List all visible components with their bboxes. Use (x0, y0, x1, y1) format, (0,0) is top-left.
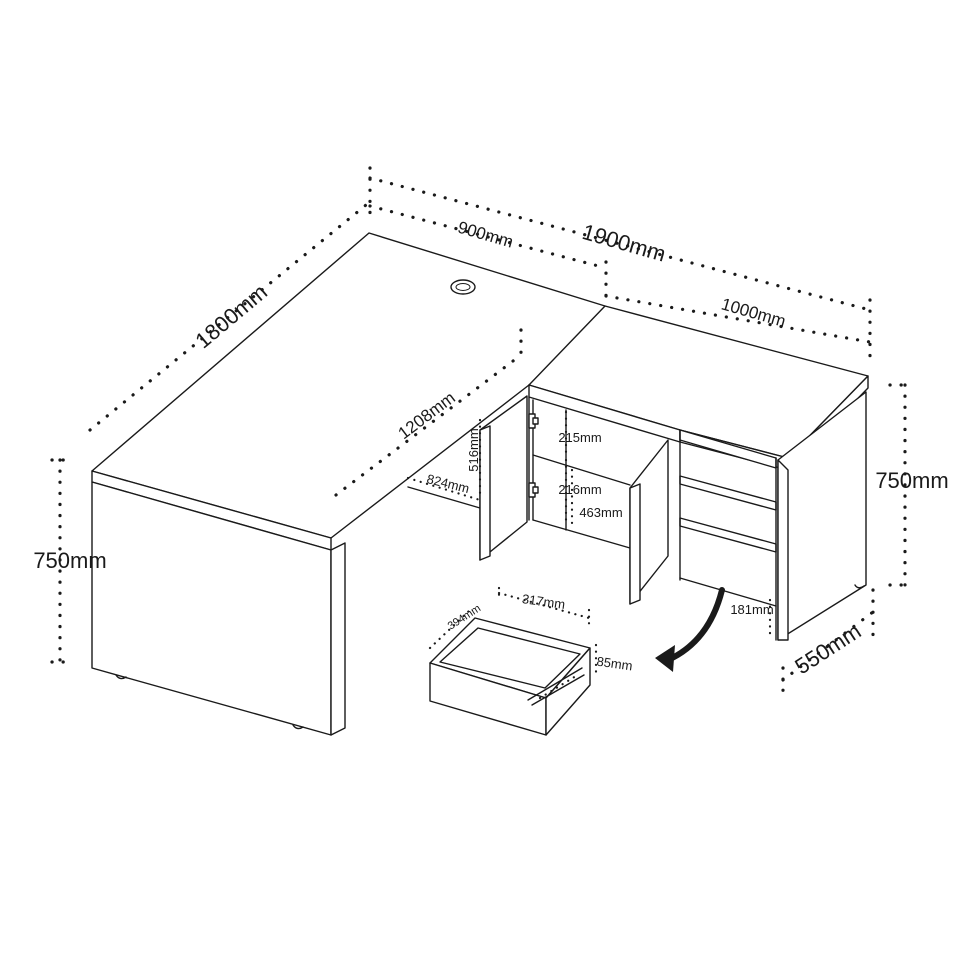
hinge-icon (528, 413, 539, 498)
inner-dimension-lines (406, 410, 772, 675)
label-top-left-width: 900mm (456, 218, 516, 252)
drawer (429, 617, 591, 736)
label-drawer-width: 317mm (521, 591, 566, 612)
right-door (629, 439, 669, 605)
label-drawer-height: 85mm (596, 654, 634, 674)
label-right-height: 750mm (875, 468, 948, 493)
label-shelf-span: 463mm (579, 505, 622, 520)
label-leg-clearance: 181mm (730, 602, 773, 617)
drawer-slide-icon (527, 667, 585, 706)
left-door (479, 395, 528, 561)
right-cabinet (532, 391, 867, 641)
label-total-width: 1900mm (579, 219, 668, 267)
left-side-panel (91, 481, 346, 736)
label-door-height: 516mm (466, 428, 481, 471)
label-right-width: 1000mm (719, 294, 788, 330)
label-inner-depth: 824mm (425, 471, 471, 496)
label-left-height: 750mm (33, 548, 106, 573)
curved-arrow-icon (655, 587, 725, 672)
dimension-lines (50, 166, 914, 702)
cable-grommet-icon (450, 279, 476, 295)
label-shelf-gap-mid: 216mm (558, 482, 601, 497)
label-shelf-gap-top: 215mm (558, 430, 601, 445)
label-right-depth: 550mm (790, 618, 865, 679)
